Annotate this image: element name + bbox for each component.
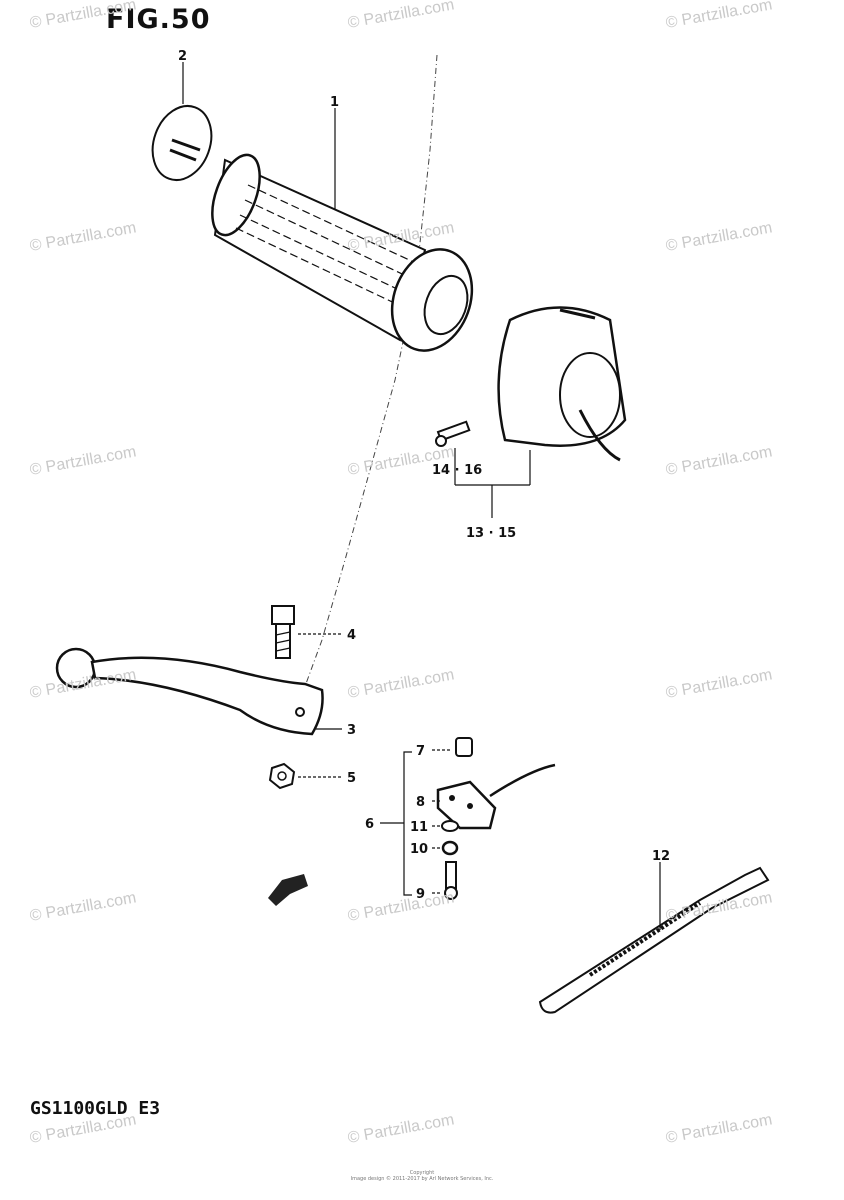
handlebar-grip xyxy=(211,108,474,352)
clutch-switch xyxy=(432,763,556,830)
lock-washer xyxy=(432,840,459,856)
figure-title: FIG.50 xyxy=(106,4,211,35)
callout-9: 9 xyxy=(416,887,425,902)
callout-8: 8 xyxy=(416,795,425,810)
switch-screw-small xyxy=(432,861,458,900)
callout-1: 1 xyxy=(330,95,339,110)
callout-14-16: 14 · 16 xyxy=(432,463,482,478)
callout-4: 4 xyxy=(347,628,356,643)
model-label: GS1100GLD E3 xyxy=(30,1098,161,1119)
grip-end-cap xyxy=(151,62,213,181)
switch-plug xyxy=(432,737,473,757)
switch-housing xyxy=(497,306,627,485)
switch-screw xyxy=(435,420,471,485)
washer xyxy=(432,820,459,832)
callout-10: 10 xyxy=(410,842,428,857)
callout-3: 3 xyxy=(347,723,356,738)
pivot-bolt xyxy=(271,605,342,659)
center-line xyxy=(299,54,438,701)
lever-nut xyxy=(268,762,342,790)
callout-5: 5 xyxy=(347,771,356,786)
callout-12: 12 xyxy=(652,849,670,864)
callout-7: 7 xyxy=(416,744,425,759)
footer-line-2: Image design © 2011-2017 by Arl Network … xyxy=(350,1176,494,1182)
callout-2: 2 xyxy=(178,49,187,64)
footer-line-1: Copyright xyxy=(409,1170,435,1176)
clutch-lever xyxy=(55,647,342,736)
callout-13-15: 13 · 15 xyxy=(466,526,516,541)
cable-tie xyxy=(538,862,770,1014)
copyright-footer: Copyright Image design © 2011-2017 by Ar… xyxy=(0,1170,844,1182)
callout-11: 11 xyxy=(410,820,428,835)
callout-6: 6 xyxy=(365,817,374,832)
direction-arrow-icon xyxy=(268,874,308,906)
